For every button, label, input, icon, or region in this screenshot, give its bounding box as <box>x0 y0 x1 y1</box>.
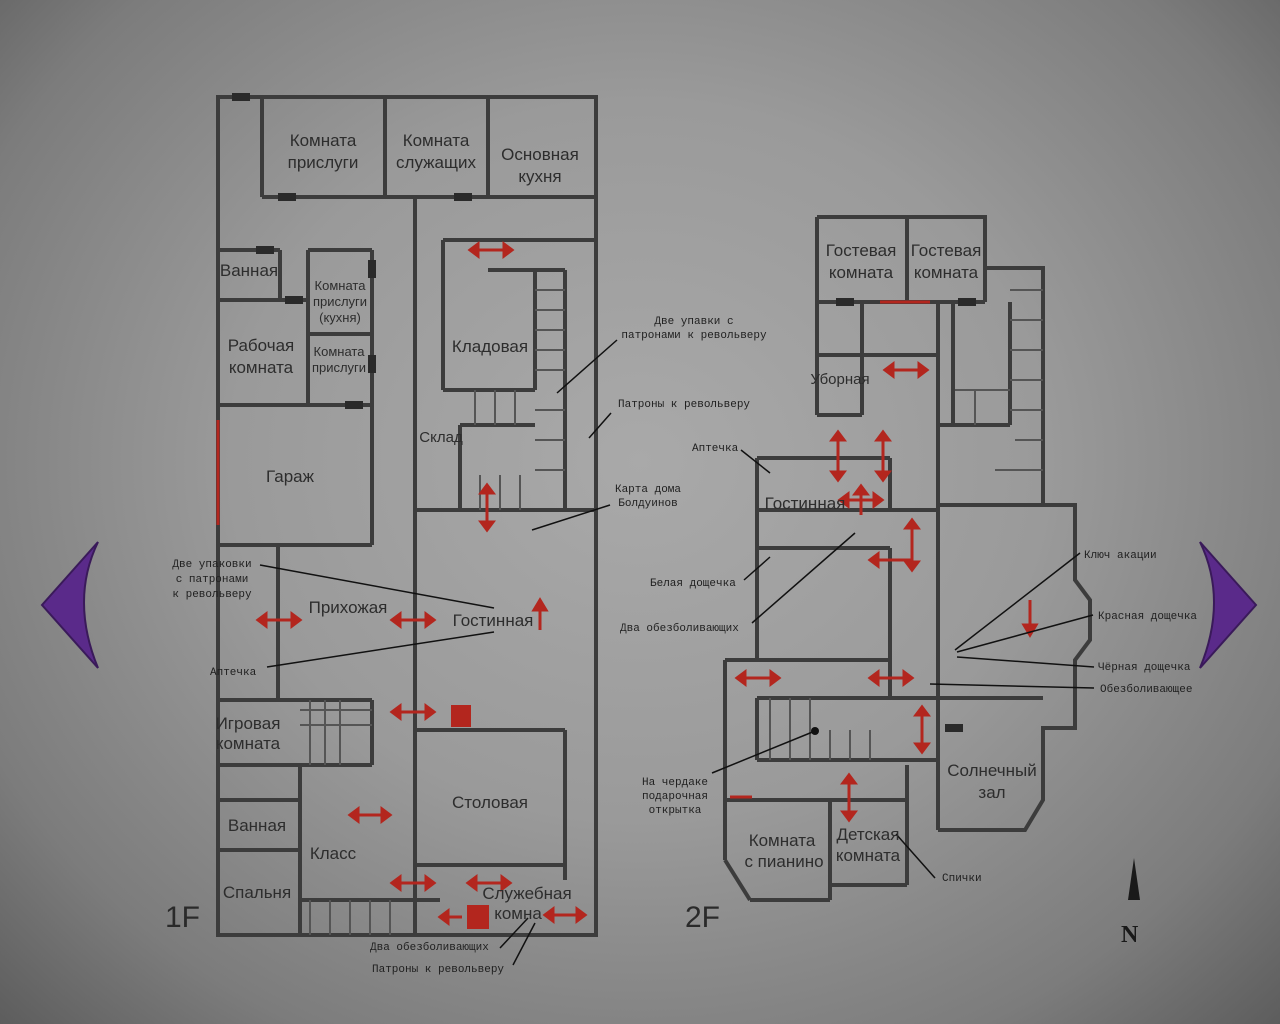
door-markers <box>232 93 976 732</box>
room-servant-small-line2: прислуги <box>312 360 366 375</box>
room-sun-hall: Солнечный <box>947 761 1037 780</box>
chevron-right-icon <box>1199 541 1258 669</box>
room-living-2f: Гостинная <box>765 494 846 513</box>
room-guest-2: Гостевая <box>911 241 982 260</box>
callout-lines <box>259 339 1095 966</box>
note-attic-postcard: На чердаке <box>642 777 708 789</box>
compass-icon: N <box>1121 858 1140 948</box>
room-class: Класс <box>310 844 357 863</box>
previous-map-button[interactable] <box>40 540 100 670</box>
note-two-packs-ammo-top: Две упавки с <box>654 316 733 328</box>
chevron-left-icon <box>40 541 99 669</box>
room-staff-line2: служащих <box>396 153 476 172</box>
note-two-packs-ammo-left-line2: с патронами <box>176 574 249 586</box>
floor-label-1f: 1F <box>165 901 200 934</box>
room-kitchen: Основная <box>501 145 579 164</box>
room-sun-hall-line2: зал <box>978 783 1005 802</box>
room-kitchen-servant: Комната <box>315 278 367 293</box>
room-play: Игровая <box>216 714 281 733</box>
room-bathroom-top: Ванная <box>220 261 278 280</box>
note-house-map: Карта дома <box>615 484 681 496</box>
note-two-packs-ammo-top-line2: патронами к револьверу <box>621 330 767 342</box>
room-storage: Склад <box>419 429 463 446</box>
room-garage: Гараж <box>266 467 315 486</box>
room-work: Рабочая <box>228 336 295 355</box>
note-acacia-key: Ключ акации <box>1084 550 1157 562</box>
room-servant-line2: прислуги <box>288 153 359 172</box>
room-hallway: Прихожая <box>309 598 388 617</box>
floor-2-stairs <box>769 289 1043 760</box>
next-map-button[interactable] <box>1198 540 1258 670</box>
note-house-map-line2: Болдуинов <box>618 498 677 510</box>
compass-label: N <box>1121 922 1139 948</box>
room-living-1f: Гостинная <box>453 611 534 630</box>
note-painkiller: Обезболивающее <box>1100 683 1192 696</box>
note-white-plank: Белая дощечка <box>650 578 736 590</box>
floor-2-labels: Гостевая комната Гостевая комната Уборна… <box>744 241 1036 871</box>
note-ammo-bottom: Патроны к револьверу <box>372 964 504 976</box>
floor-1-labels: Комната прислуги Комната служащих Основн… <box>216 131 579 923</box>
room-bedroom: Спальня <box>223 883 291 902</box>
room-bathroom-bottom: Ванная <box>228 816 286 835</box>
room-kitchen-servant-line2: прислуги <box>313 294 367 309</box>
room-guest-2-line2: комната <box>914 263 979 282</box>
note-attic-postcard-line2: подарочная <box>642 791 708 803</box>
floor-label-2f: 2F <box>685 901 720 934</box>
note-two-painkillers-2f: Два обезболивающих <box>620 622 739 635</box>
room-guest-1-line2: комната <box>829 263 894 282</box>
room-nursery-line2: комната <box>836 846 901 865</box>
room-play-line2: комната <box>216 734 281 753</box>
red-markers <box>216 241 1039 929</box>
attic-marker <box>811 727 819 735</box>
room-pantry: Кладовая <box>452 337 528 356</box>
room-servant: Комната <box>290 131 357 150</box>
floor-1-notes: Две упавки с патронами к револьверу Патр… <box>172 316 767 976</box>
room-nursery: Детская <box>837 825 900 844</box>
room-servant-small: Комната <box>314 344 366 359</box>
note-two-packs-ammo-left-line3: к револьверу <box>172 589 252 601</box>
room-work-line2: комната <box>229 358 294 377</box>
note-two-packs-ammo-left: Две упаковки <box>172 559 251 571</box>
room-staff: Комната <box>403 131 470 150</box>
note-ammo-right: Патроны к револьверу <box>618 399 750 411</box>
room-guest-1: Гостевая <box>826 241 897 260</box>
note-black-plank: Чёрная дощечка <box>1098 662 1191 674</box>
floor-1-walls <box>216 95 598 937</box>
note-two-painkillers-1f: Два обезболивающих <box>370 941 489 954</box>
note-attic-postcard-line3: открытка <box>649 805 702 817</box>
room-service-line2: комна <box>494 904 542 923</box>
note-matches: Спички <box>942 873 982 885</box>
room-piano: Комната <box>749 831 816 850</box>
room-dining: Столовая <box>452 793 528 812</box>
note-first-aid-1f: Аптечка <box>210 667 257 679</box>
floor-2-notes: Аптечка Белая дощечка Два обезболивающих… <box>620 443 1197 885</box>
room-kitchen-servant-line3: (кухня) <box>319 310 361 325</box>
room-toilet: Уборная <box>810 371 869 388</box>
room-kitchen-line2: кухня <box>518 167 561 186</box>
note-first-aid-2f: Аптечка <box>692 443 739 455</box>
note-red-plank: Красная дощечка <box>1098 611 1197 623</box>
room-service: Служебная <box>482 884 571 903</box>
room-piano-line2: с пианино <box>744 852 823 871</box>
floor-1-stairs <box>300 289 565 935</box>
